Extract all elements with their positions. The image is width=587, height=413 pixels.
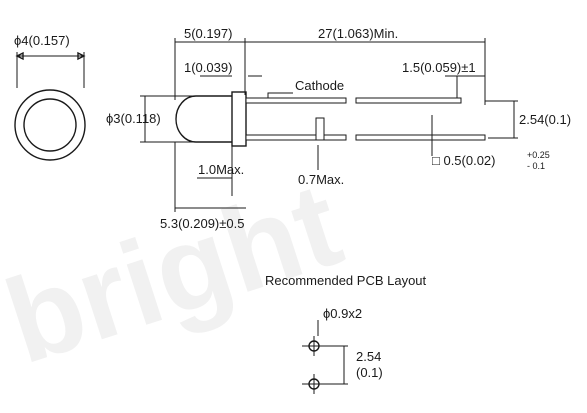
- lens-outer-circle: [14, 89, 86, 161]
- flange-thickness-label: 1(0.039): [184, 60, 232, 75]
- cathode-label: Cathode: [295, 78, 344, 93]
- tol-minus: - 0.1: [527, 161, 545, 171]
- lead-top-segment-2: [355, 97, 462, 104]
- led-dome: [175, 95, 232, 143]
- lead-length-label: 27(1.063)Min.: [318, 26, 398, 41]
- led-flange: [231, 91, 247, 147]
- lead-end-label: 1.5(0.059)±1: [402, 60, 476, 75]
- pcb-hole-label: ϕ0.9x2: [323, 306, 362, 321]
- body-diameter-label: ϕ3(0.118): [106, 111, 161, 126]
- overall-length-label: 5.3(0.209)±0.5: [160, 216, 244, 231]
- body-length-label: 5(0.197): [184, 26, 232, 41]
- lens-inner-circle: [23, 98, 77, 152]
- lead-max-label: 0.7Max.: [298, 172, 344, 187]
- pcb-title: Recommended PCB Layout: [265, 273, 427, 288]
- lead-bottom-segment-1: [245, 134, 347, 141]
- lead-square-label: □ 0.5(0.02): [432, 153, 496, 168]
- lead-top-segment-1: [245, 97, 347, 104]
- lead-clinch: [315, 117, 325, 141]
- lens-diameter-label: ϕ4(0.157): [14, 33, 70, 48]
- lens-dim-arrows: [15, 51, 86, 61]
- tol-plus: +0.25: [527, 150, 550, 160]
- lead-bottom-segment-2: [355, 134, 486, 141]
- lead-spacing-label: 2.54(0.1): [519, 112, 571, 127]
- pcb-spacing-mm: 2.54: [356, 349, 381, 364]
- cathode-leader: [267, 92, 293, 98]
- pcb-spacing-in: (0.1): [356, 365, 383, 380]
- max-flange-label: 1.0Max.: [198, 162, 244, 177]
